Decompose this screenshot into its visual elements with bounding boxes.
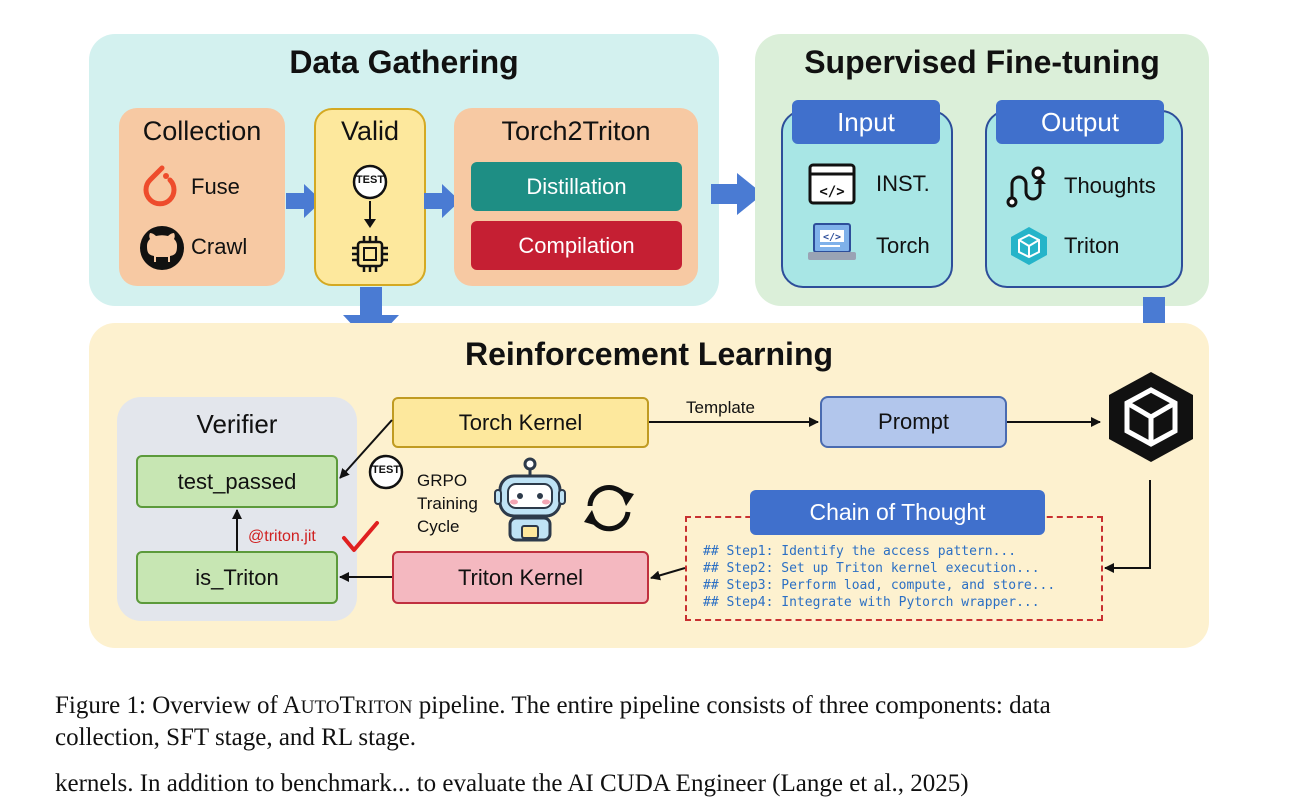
torch-label: Torch xyxy=(876,233,930,258)
compilation-box: Compilation xyxy=(471,221,682,270)
crawl-label: Crawl xyxy=(191,234,248,259)
prompt-box: Prompt xyxy=(820,396,1007,448)
caption-name-b: UTO xyxy=(300,697,340,718)
rl-test-text: TEST xyxy=(371,464,401,476)
code-window-icon: </> xyxy=(808,163,856,205)
thoughts-label: Thoughts xyxy=(1064,173,1156,198)
caption-name-d: RITON xyxy=(354,697,413,718)
caption-name-c: T xyxy=(339,692,355,719)
rl-title: Reinforcement Learning xyxy=(464,336,834,372)
caption-name-a: A xyxy=(282,692,301,719)
caption-rest: pipeline. The entire pipeline consists o… xyxy=(412,692,1051,719)
sft-title: Supervised Fine-tuning xyxy=(804,44,1160,80)
template-label: Template xyxy=(686,398,755,417)
input-header: Input xyxy=(792,100,940,144)
triton-label: Triton xyxy=(1064,233,1120,258)
triton-jit-label: @triton.jit xyxy=(248,528,316,545)
laptop-code-icon: </> xyxy=(808,223,856,260)
distillation-box: Distillation xyxy=(471,162,682,211)
data-gathering-title: Data Gathering xyxy=(289,44,519,80)
arrow-model-cot xyxy=(1104,480,1151,573)
triton-kernel-box: Triton Kernel xyxy=(392,551,649,604)
torch-kernel-box: Torch Kernel xyxy=(392,397,649,448)
grpo-label-2: Training xyxy=(417,494,478,513)
cot-step-4: ## Step4: Integrate with Pytorch wrapper… xyxy=(703,595,1040,610)
arrow-torch-testpassed xyxy=(339,419,393,479)
cycle-arrows-icon xyxy=(584,484,634,532)
pytorch-icon xyxy=(143,165,177,207)
cot-step-2: ## Step2: Set up Triton kernel execution… xyxy=(703,561,1040,576)
valid-test-text: TEST xyxy=(355,174,385,186)
verifier-title: Verifier xyxy=(196,409,278,439)
caption-line-2: collection, SFT stage, and RL stage. xyxy=(55,724,417,751)
fuse-label: Fuse xyxy=(191,174,240,199)
arrow-valid-torch2triton xyxy=(424,184,460,218)
checkmark-icon xyxy=(342,521,379,552)
test-badge-icon xyxy=(352,164,388,200)
inst-label: INST. xyxy=(876,171,930,196)
svg-text:</>: </> xyxy=(823,232,841,243)
valid-title: Valid xyxy=(340,116,400,146)
grpo-label-1: GRPO xyxy=(417,471,468,490)
rl-test-badge-icon xyxy=(368,454,404,490)
body-text-cut: kernels. In addition to benchmark... to … xyxy=(55,770,969,797)
torch2triton-title: Torch2Triton xyxy=(501,116,651,146)
test-passed-box: test_passed xyxy=(136,455,338,508)
arrow-data-sft xyxy=(711,173,763,215)
arrow-data-rl xyxy=(343,287,399,345)
model-cube-icon xyxy=(1109,372,1193,462)
svg-text:</>: </> xyxy=(819,184,844,200)
cot-header: Chain of Thought xyxy=(750,490,1045,535)
route-icon xyxy=(1006,166,1046,208)
arrow-collection-valid xyxy=(286,184,322,218)
is-triton-box: is_Triton xyxy=(136,551,338,604)
cot-step-1: ## Step1: Identify the access pattern... xyxy=(703,544,1017,559)
chip-icon xyxy=(352,236,388,272)
triton-cube-icon xyxy=(1011,227,1047,265)
output-header: Output xyxy=(996,100,1164,144)
robot-icon xyxy=(494,457,566,542)
github-icon xyxy=(140,226,184,270)
arrow-test-chip xyxy=(364,201,376,228)
collection-title: Collection xyxy=(142,116,262,146)
cot-step-3: ## Step3: Perform load, compute, and sto… xyxy=(703,578,1056,593)
arrow-cot-triton xyxy=(650,567,686,581)
grpo-label-3: Cycle xyxy=(417,517,460,536)
caption-line-1: Figure 1: Overview of AUTOTRITON pipelin… xyxy=(55,692,1051,720)
caption-prefix: Figure 1: Overview of xyxy=(55,692,283,719)
